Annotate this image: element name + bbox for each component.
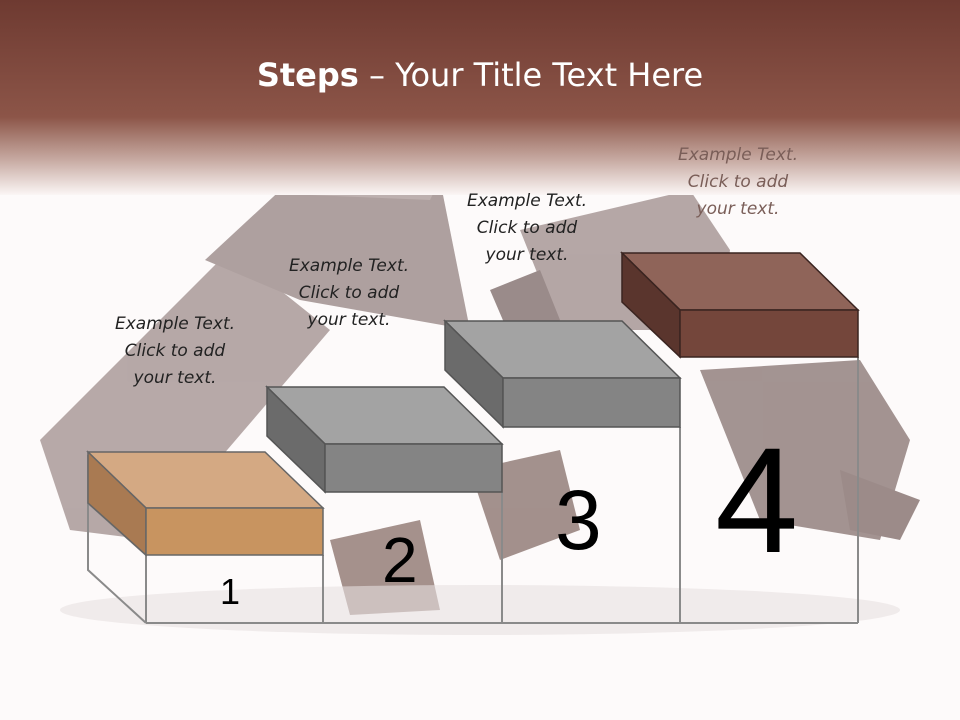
- step-3-text-line-1: Example Text.: [466, 191, 588, 211]
- step-1-text-line-1: Example Text.: [114, 314, 236, 334]
- step-2-text[interactable]: Example Text. Click to add your text.: [264, 253, 434, 334]
- step-3-text-line-3: your text.: [485, 245, 569, 265]
- step-1-block[interactable]: [86, 450, 325, 557]
- step-4-text-line-3: your text.: [696, 199, 780, 219]
- step-2-number: 2: [382, 524, 418, 596]
- header-band: [0, 0, 960, 195]
- step-1-text-line-3: your text.: [133, 368, 217, 388]
- step-4-text-line-2: Click to add: [687, 172, 789, 192]
- step-3-block[interactable]: [443, 319, 682, 429]
- step-2-text-line-3: your text.: [307, 310, 391, 330]
- step-4-block[interactable]: [620, 251, 860, 359]
- title-rest: – Your Title Text Here: [358, 56, 704, 94]
- step-1-text[interactable]: Example Text. Click to add your text.: [90, 311, 260, 392]
- step-2-text-line-2: Click to add: [298, 283, 400, 303]
- step-4-text[interactable]: Example Text. Click to add your text.: [653, 142, 823, 223]
- step-2-block[interactable]: [265, 385, 504, 494]
- page-title[interactable]: Steps – Your Title Text Here: [0, 52, 960, 98]
- step-3-number: 3: [555, 473, 602, 567]
- step-3-text-line-2: Click to add: [476, 218, 578, 238]
- step-4-text-line-1: Example Text.: [677, 145, 799, 165]
- step-1-text-line-2: Click to add: [124, 341, 226, 361]
- step-1-number: 1: [220, 571, 241, 612]
- step-3-text[interactable]: Example Text. Click to add your text.: [442, 188, 612, 269]
- step-2-text-line-1: Example Text.: [288, 256, 410, 276]
- title-bold: Steps: [256, 56, 359, 94]
- step-4-number: 4: [715, 416, 799, 584]
